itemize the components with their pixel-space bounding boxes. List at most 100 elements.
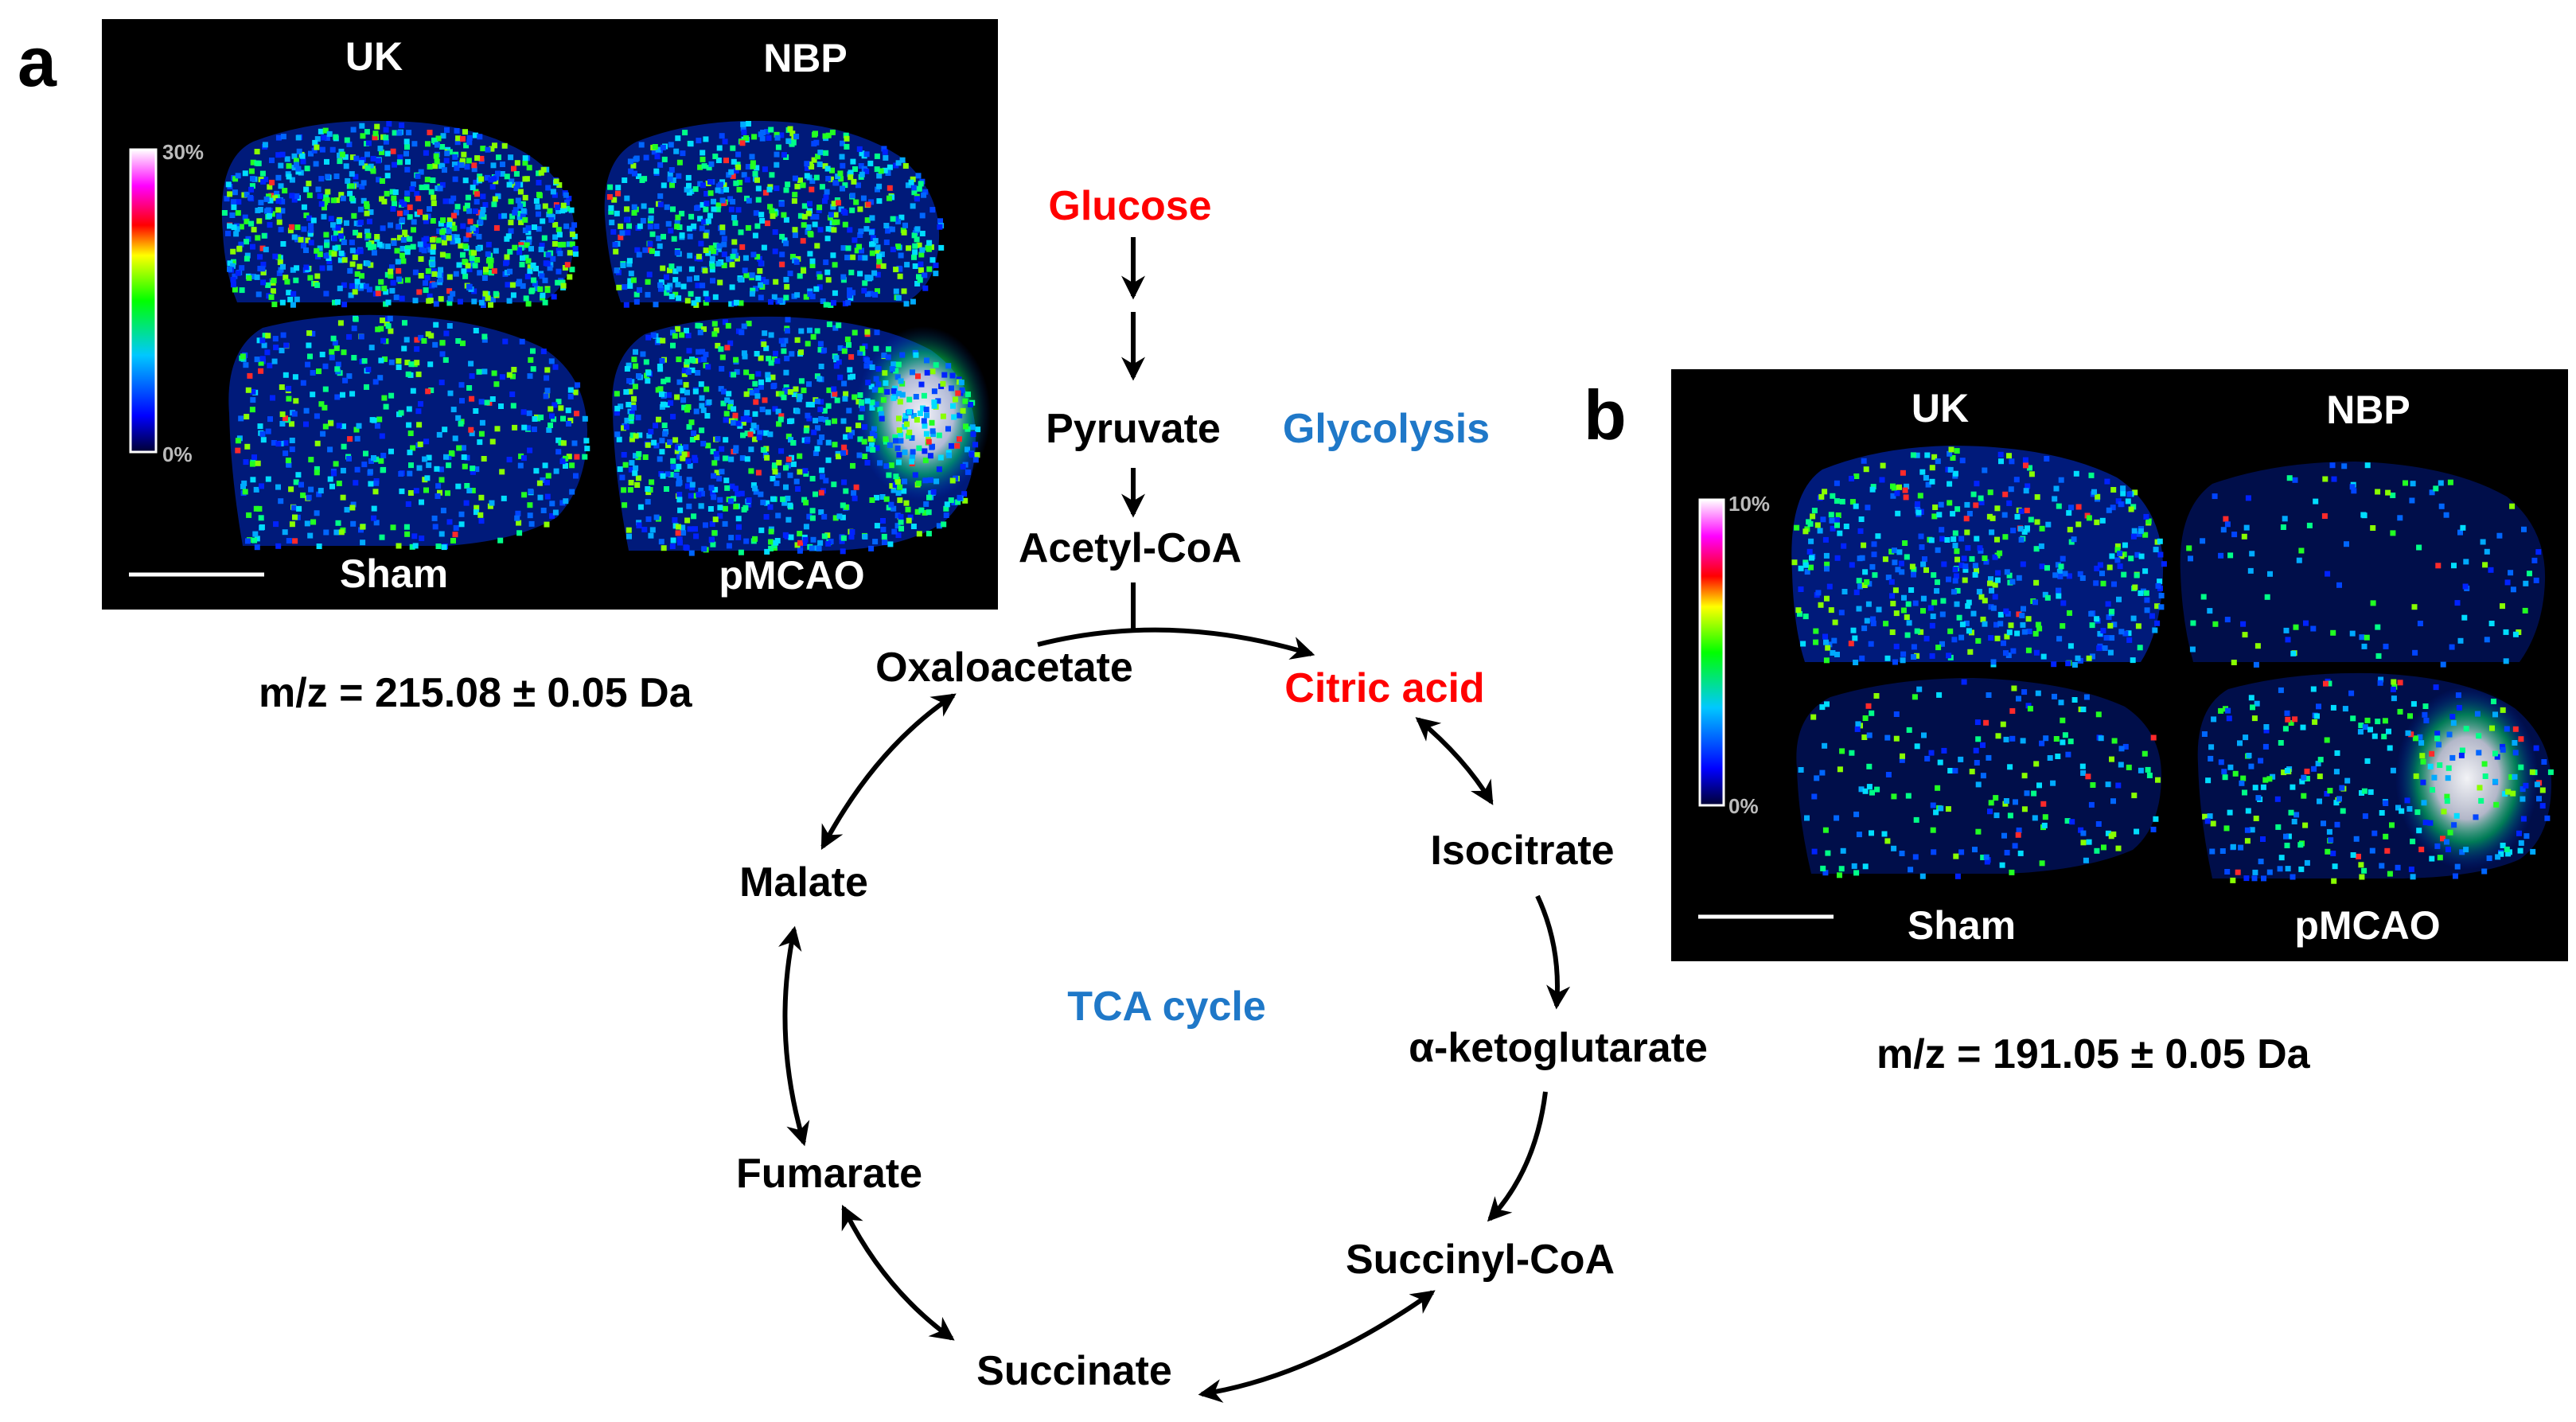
ion-pixel <box>552 509 559 516</box>
ion-pixel <box>565 407 571 414</box>
ion-pixel <box>2055 562 2061 568</box>
ion-pixel <box>2494 754 2500 760</box>
ion-pixel <box>2094 847 2100 854</box>
ion-pixel <box>2200 538 2206 544</box>
ion-pixel <box>438 466 444 473</box>
ion-pixel <box>901 488 907 494</box>
ion-pixel <box>1822 870 1829 876</box>
ion-pixel <box>273 521 279 528</box>
ion-pixel <box>357 232 363 239</box>
ion-pixel <box>418 256 424 262</box>
ion-pixel <box>752 232 758 239</box>
ion-pixel <box>2245 808 2251 814</box>
ion-pixel <box>295 169 302 175</box>
ion-pixel <box>392 162 397 168</box>
ion-pixel <box>383 127 389 133</box>
ion-pixel <box>1895 510 1901 516</box>
ion-pixel <box>375 286 381 292</box>
ion-pixel <box>2224 869 2231 875</box>
ion-pixel <box>819 467 825 473</box>
ion-pixel <box>711 473 716 479</box>
ion-pixel <box>759 135 766 142</box>
ion-pixel <box>929 207 936 213</box>
ion-pixel <box>1919 469 1926 475</box>
ion-pixel <box>931 388 937 395</box>
ion-pixel <box>2005 653 2012 658</box>
ion-pixel <box>691 513 697 520</box>
ion-pixel <box>676 266 682 272</box>
ion-pixel <box>536 211 541 217</box>
ion-pixel <box>307 231 314 237</box>
ion-pixel <box>259 337 266 344</box>
ion-pixel <box>447 390 454 396</box>
ion-pixel <box>2462 583 2469 590</box>
ion-pixel <box>279 411 286 418</box>
ion-pixel <box>2406 806 2413 812</box>
ion-pixel <box>2445 847 2451 852</box>
ion-pixel <box>477 134 483 140</box>
ion-pixel <box>730 253 736 259</box>
ion-pixel <box>916 242 922 248</box>
ion-pixel <box>2408 867 2414 872</box>
ion-pixel <box>869 497 875 503</box>
ion-pixel <box>481 294 488 300</box>
ion-pixel <box>515 510 521 516</box>
ion-pixel <box>778 413 785 419</box>
ion-pixel <box>548 423 553 428</box>
ion-pixel <box>804 165 810 171</box>
ion-pixel <box>559 279 566 286</box>
ion-pixel <box>333 529 340 536</box>
ion-pixel <box>283 372 289 378</box>
ion-pixel <box>664 284 670 290</box>
ion-pixel <box>1958 756 1964 762</box>
ion-pixel <box>2350 852 2356 858</box>
ion-pixel <box>2220 527 2227 533</box>
ion-pixel <box>2391 695 2397 702</box>
ion-pixel <box>2457 529 2463 536</box>
ion-pixel <box>1935 458 1941 465</box>
ion-pixel <box>840 418 847 424</box>
ion-pixel <box>2359 790 2364 796</box>
ion-pixel <box>332 340 338 346</box>
ion-pixel <box>841 380 848 387</box>
ion-pixel <box>1916 686 1923 692</box>
ion-pixel <box>2120 490 2126 497</box>
ion-pixel <box>388 448 394 454</box>
ion-pixel <box>814 328 820 334</box>
node-oxaloacetate: Oxaloacetate <box>875 645 1133 691</box>
ion-pixel <box>500 162 505 167</box>
ion-pixel <box>892 434 898 440</box>
ion-pixel <box>726 256 731 263</box>
ion-pixel <box>2410 838 2416 844</box>
ion-pixel <box>2239 780 2245 786</box>
ion-pixel <box>636 173 641 179</box>
ion-pixel <box>255 160 262 166</box>
ion-pixel <box>633 349 638 355</box>
ion-pixel <box>703 201 710 207</box>
ion-pixel <box>655 387 661 393</box>
ion-pixel <box>1896 549 1903 555</box>
ion-pixel <box>414 360 420 366</box>
ion-pixel <box>2518 764 2524 770</box>
ion-pixel <box>910 449 916 455</box>
ion-pixel <box>1952 567 1958 573</box>
ion-pixel <box>554 205 560 210</box>
ion-pixel <box>762 397 768 403</box>
ion-pixel <box>867 360 873 367</box>
ion-pixel <box>2434 730 2441 737</box>
ion-pixel <box>2303 620 2309 626</box>
ion-pixel <box>1819 769 1826 776</box>
ion-pixel <box>1974 536 1980 542</box>
ion-pixel <box>2150 734 2157 741</box>
ion-pixel <box>272 253 279 259</box>
ion-pixel <box>875 244 881 251</box>
ion-pixel <box>1896 484 1902 490</box>
ion-pixel <box>926 438 932 445</box>
ion-pixel <box>555 227 562 233</box>
ion-pixel <box>634 482 641 488</box>
ion-pixel <box>2155 582 2161 589</box>
ion-pixel <box>1862 788 1869 794</box>
ion-pixel <box>538 415 544 420</box>
ion-pixel <box>2189 646 2196 653</box>
ion-pixel <box>2254 700 2260 707</box>
